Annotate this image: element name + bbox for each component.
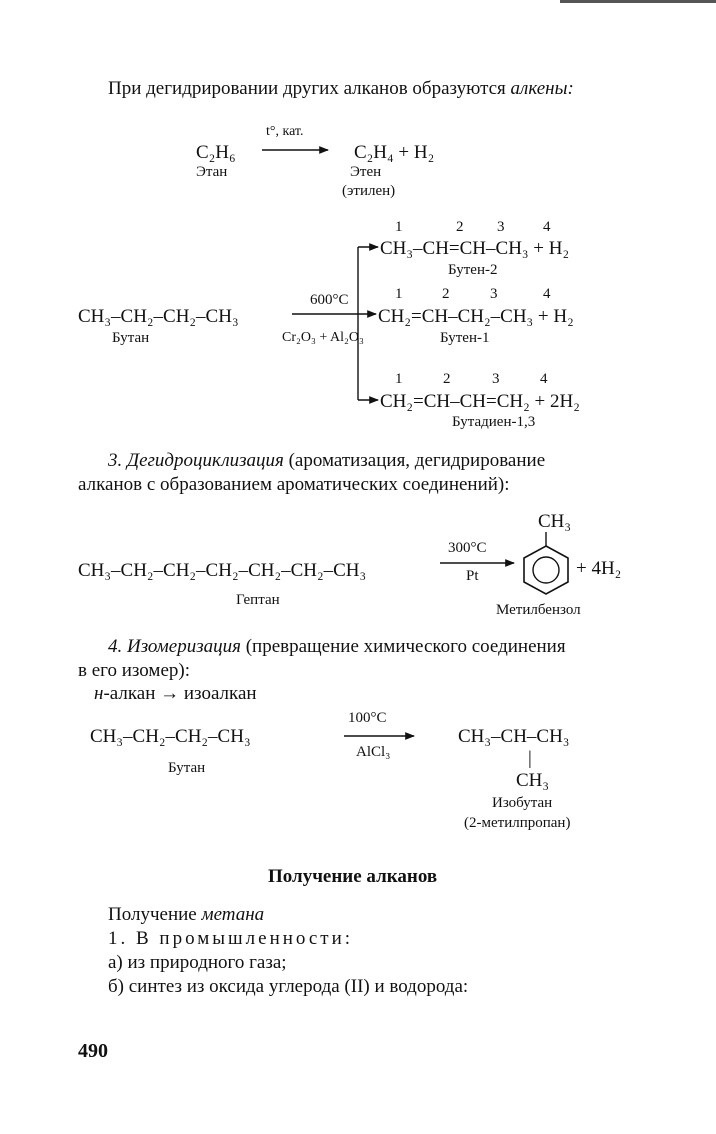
butadiene-formula: CH₂=CH–CH=CH₂ + 2H₂ xyxy=(380,391,580,412)
butene1-name: Бутен-1 xyxy=(440,330,490,346)
toluene-name: Метилбензол xyxy=(496,602,581,618)
carbon-number: 1 xyxy=(395,219,403,235)
ethane-condition: t°, кат. xyxy=(266,124,304,139)
isobutane-formula: CH₃–CH–CH₃ xyxy=(458,726,570,747)
heptane-temperature: 300°C xyxy=(448,540,487,556)
carbon-number: 3 xyxy=(492,371,500,387)
carbon-number: 3 xyxy=(490,286,498,302)
butene2-name: Бутен-2 xyxy=(448,262,498,278)
section4-text: (превращение химического соединения xyxy=(240,636,566,657)
section4-line2: в его изомер): xyxy=(78,660,190,681)
intro-line: При дегидрировании других алканов образу… xyxy=(108,78,574,100)
heptane-reactant: CH₃–CH₂–CH₂–CH₂–CH₂–CH₂–CH₃ xyxy=(78,560,367,581)
isomer-scheme: -алкан → изоалкан xyxy=(103,683,257,704)
butene2-formula: CH₃–CH=CH–CH₃ + H₂ xyxy=(380,238,570,259)
isomer-catalyst: AlCl₃ xyxy=(356,744,391,760)
methane-line: Получение метана xyxy=(108,904,264,926)
butane-reactant: CH₃–CH₂–CH₂–CH₃ xyxy=(78,306,239,327)
intro-emphasis: алкены: xyxy=(510,78,574,99)
butene1-formula: CH₂=CH–CH₂–CH₃ + H₂ xyxy=(378,306,574,327)
isobutane-alt: (2-метилпропан) xyxy=(464,815,571,831)
butane-temperature: 600°C xyxy=(310,292,349,308)
isobutane-name: Изобутан xyxy=(492,795,553,811)
normal-prefix: н xyxy=(94,683,104,704)
methane-item-a: а) из природного газа; xyxy=(108,952,287,973)
carbon-number: 2 xyxy=(443,371,451,387)
section-heading: Получение алканов xyxy=(268,866,438,887)
section4-line1: 4. Изомеризация (превращение химического… xyxy=(108,636,566,658)
benzene-aromatic-circle xyxy=(532,556,560,584)
isobutane-branch-bond: | xyxy=(528,748,532,769)
benzene-substituent: CH₃ xyxy=(538,511,572,532)
isomer-reactant: CH₃–CH₂–CH₂–CH₃ xyxy=(90,726,251,747)
butadiene-name: Бутадиен-1,3 xyxy=(452,414,536,430)
heptane-extra: + 4H₂ xyxy=(576,558,622,579)
butane-catalyst: Cr₂O₃ + Al₂O₃ xyxy=(282,330,364,345)
section3-text: (ароматизация, дегидрирование xyxy=(283,450,546,471)
methane-item-b: б) синтез из оксида углерода (II) и водо… xyxy=(108,976,469,997)
ethane-product-name: Этен xyxy=(350,164,382,180)
carbon-number: 1 xyxy=(395,286,403,302)
ethane-product-alt: (этилен) xyxy=(342,183,396,199)
carbon-number: 2 xyxy=(456,219,464,235)
methane-emphasis: метана xyxy=(201,904,265,925)
isomer-temperature: 100°C xyxy=(348,710,387,726)
ethane-product: C₂H₄ + H₂ xyxy=(354,142,435,163)
methane-prefix: Получение xyxy=(108,904,202,925)
carbon-number: 4 xyxy=(543,286,551,302)
isomer-reactant-name: Бутан xyxy=(168,760,206,776)
benzene-ring xyxy=(523,545,569,595)
intro-text: При дегидрировании других алканов образу… xyxy=(108,78,511,99)
ethane-reactant-name: Этан xyxy=(196,164,228,180)
page-number: 490 xyxy=(78,1040,108,1062)
methane-item1: 1. В промышленности: xyxy=(108,928,354,949)
carbon-number: 1 xyxy=(395,371,403,387)
heptane-name: Гептан xyxy=(236,592,280,608)
section4-title: 4. Изомеризация xyxy=(108,636,241,657)
section4-line3: н-алкан → изоалкан xyxy=(94,683,257,705)
carbon-number: 2 xyxy=(442,286,450,302)
top-rule xyxy=(560,0,716,3)
carbon-number: 4 xyxy=(540,371,548,387)
isobutane-branch: CH₃ xyxy=(516,770,550,791)
butane-reactant-name: Бутан xyxy=(112,330,150,346)
heptane-catalyst: Pt xyxy=(466,568,479,584)
ethane-reactant: C₂H₆ xyxy=(196,142,236,163)
section3-line2: алканов с образованием ароматических сое… xyxy=(78,474,510,495)
section3-title: 3. Дегидроциклизация xyxy=(108,450,284,471)
carbon-number: 3 xyxy=(497,219,505,235)
carbon-number: 4 xyxy=(543,219,551,235)
section3-line1: 3. Дегидроциклизация (ароматизация, деги… xyxy=(108,450,545,472)
